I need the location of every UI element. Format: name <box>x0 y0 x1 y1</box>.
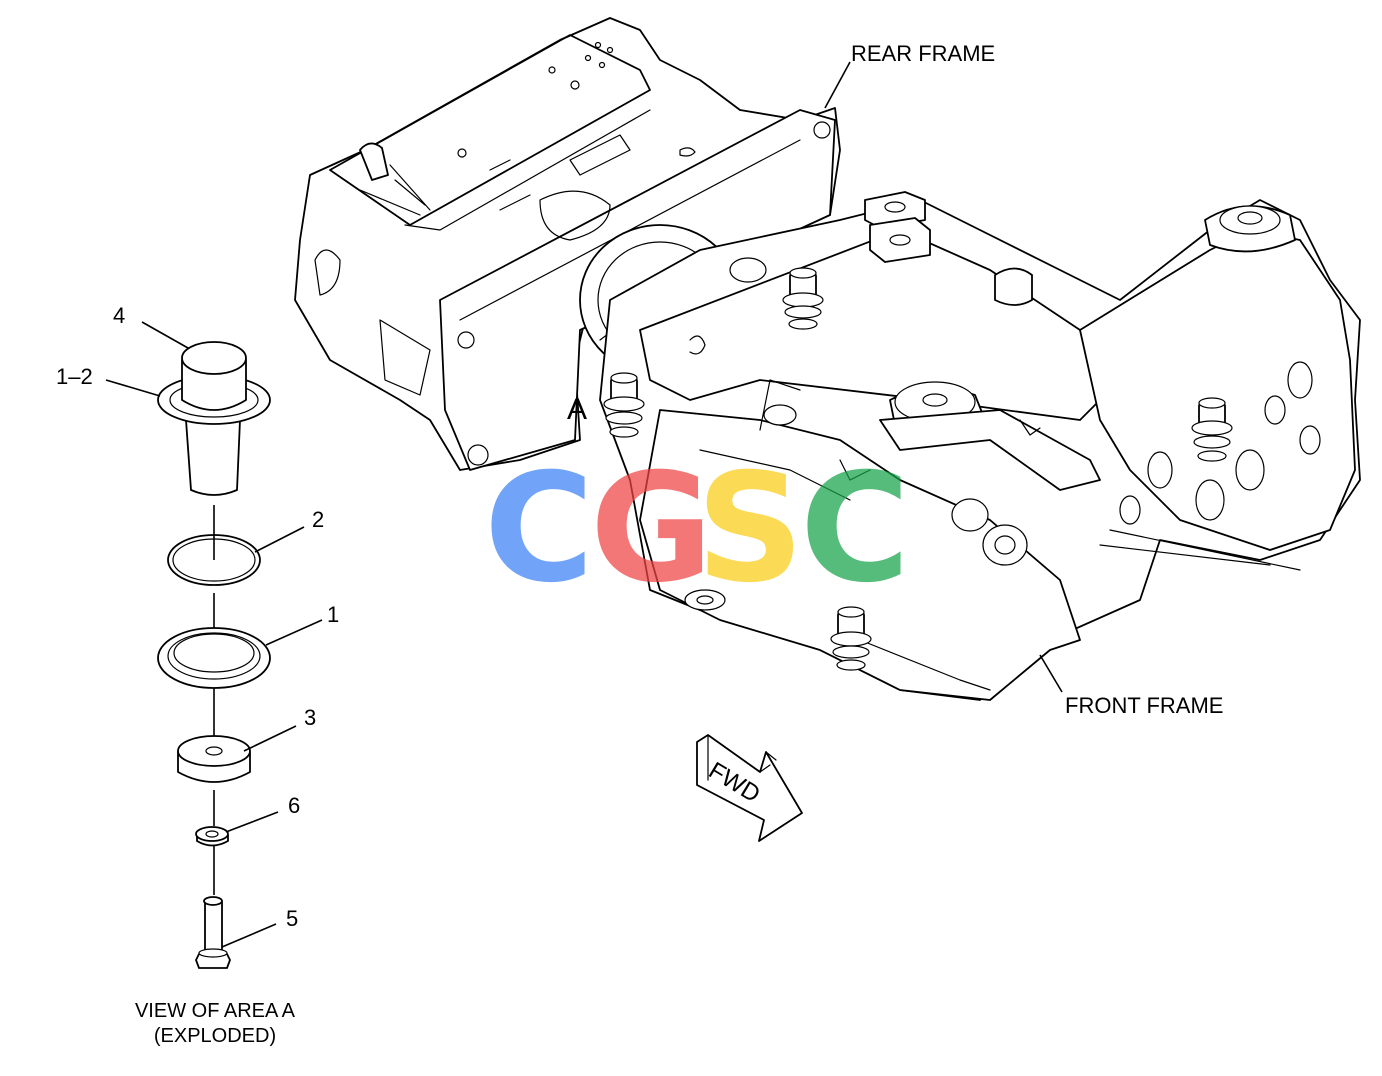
callout-6: 6 <box>288 793 300 818</box>
rear-frame-label: REAR FRAME <box>851 41 995 66</box>
mount-stack-2 <box>603 372 645 438</box>
watermark-letter-1: C <box>484 442 594 616</box>
part-3-bushing <box>177 735 251 783</box>
callout-4: 4 <box>113 303 125 328</box>
mount-stack-3 <box>1191 397 1233 462</box>
callout-1-2: 1–2 <box>56 364 93 389</box>
part-5-bolt <box>195 896 231 969</box>
view-caption-line2: (EXPLODED) <box>154 1025 276 1047</box>
part-1-seal-ring <box>157 627 271 689</box>
area-a-label: A <box>567 393 587 426</box>
watermark-letter-2: G <box>590 442 713 616</box>
view-caption-line1: VIEW OF AREA A <box>135 1000 296 1022</box>
watermark-letter-3: S <box>696 442 804 616</box>
callout-3: 3 <box>304 705 316 730</box>
watermark: C G S C <box>484 442 910 616</box>
watermark-letter-4: C <box>800 442 910 616</box>
front-frame-label: FRONT FRAME <box>1065 693 1223 718</box>
rear-frame-label-group: REAR FRAME <box>824 41 995 109</box>
mount-stack-1 <box>782 267 824 330</box>
frame-mount-stacks <box>603 267 1233 671</box>
part-2-o-ring <box>167 534 261 586</box>
front-frame-label-group: FRONT FRAME <box>1039 654 1223 718</box>
part-6-washer <box>195 826 229 847</box>
callout-2: 2 <box>312 507 324 532</box>
callout-1: 1 <box>327 602 339 627</box>
part-4-cap-assembly <box>157 341 271 496</box>
mount-stack-4 <box>830 606 872 671</box>
callout-5: 5 <box>286 906 298 931</box>
fwd-arrow: FWD <box>696 734 803 842</box>
exploded-view: 4 1–2 2 1 3 6 5 VIEW OF AREA A (EXPLODED… <box>56 303 339 1047</box>
